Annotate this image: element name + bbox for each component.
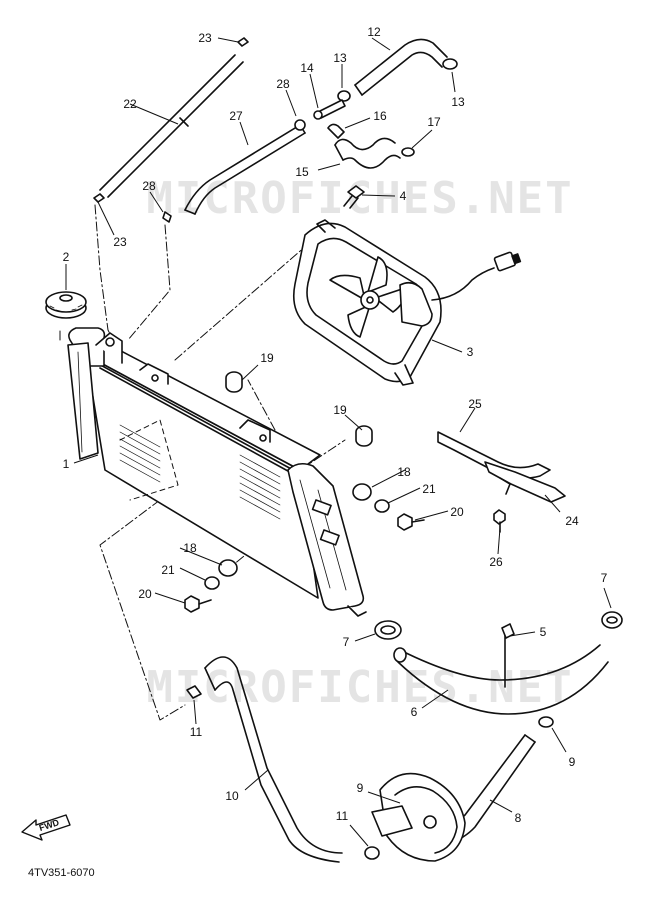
- bolt-part-4: [343, 185, 365, 209]
- washer-part-21-left: [204, 576, 220, 590]
- callout-20-right: 20: [450, 505, 464, 519]
- callout-11-top: 11: [190, 725, 203, 739]
- callout-20-left: 20: [138, 587, 152, 601]
- callout-leader-lines: [65, 37, 612, 847]
- collar-part-19: [225, 371, 373, 447]
- callout-13-right: 13: [451, 95, 465, 109]
- callout-1: 1: [63, 457, 70, 471]
- callout-18-left: 18: [183, 541, 197, 555]
- radiator-cap: [45, 291, 87, 319]
- callout-13-left: 13: [333, 51, 347, 65]
- radiator-fins: [119, 424, 281, 520]
- forward-arrow-icon: FWD: [21, 814, 71, 841]
- bolt-part-26: [493, 509, 506, 533]
- bolt-part-20: [184, 513, 425, 613]
- callout-numbers: 1 2 3 4 5 6 7 7 8 9 9 10 11 11 12 13 13 …: [63, 25, 608, 825]
- clip-part-23: [93, 37, 249, 203]
- clamp-part-7: [374, 611, 623, 640]
- radiator-core: [85, 339, 321, 599]
- pipe-part-14: [313, 99, 346, 120]
- clamp-part-13: [337, 58, 458, 102]
- callout-17: 17: [427, 115, 441, 129]
- fan-motor-assembly: [292, 219, 522, 386]
- callout-5: 5: [540, 625, 547, 639]
- callout-9-right: 9: [569, 755, 576, 769]
- hose-part-12: [354, 38, 448, 96]
- callout-15: 15: [295, 165, 309, 179]
- callout-23-top: 23: [198, 31, 212, 45]
- washer-part-21-right: [374, 499, 390, 513]
- callout-22: 22: [123, 97, 137, 111]
- watermark-bottom: MICROFICHES.NET: [146, 662, 573, 713]
- callout-11-bottom: 11: [336, 809, 349, 823]
- callout-9-left: 9: [357, 781, 364, 795]
- clamp-part-11-bottom: [364, 846, 380, 860]
- hose-part-6: [393, 644, 609, 715]
- callout-8: 8: [515, 811, 522, 825]
- callout-7-left: 7: [343, 635, 350, 649]
- callout-19-left: 19: [260, 351, 274, 365]
- radiator-left-tank: [67, 327, 123, 460]
- callout-6: 6: [411, 705, 418, 719]
- callout-2: 2: [63, 250, 70, 264]
- clip-part-5: [501, 623, 515, 688]
- clamp-part-9-right: [538, 716, 554, 728]
- callout-14: 14: [300, 61, 314, 75]
- callout-21-left: 21: [161, 563, 175, 577]
- callout-4: 4: [400, 189, 407, 203]
- radiator-right-tank: [287, 462, 367, 617]
- callout-23-bottom: 23: [113, 235, 127, 249]
- callout-3: 3: [467, 345, 474, 359]
- callout-21-right: 21: [422, 482, 436, 496]
- callout-18-right: 18: [397, 465, 411, 479]
- damper-part-18-left: [218, 559, 238, 577]
- clamp-part-11-top: [186, 685, 202, 699]
- callout-28-top: 28: [276, 77, 290, 91]
- callout-19-right: 19: [333, 403, 347, 417]
- fitting-part-16: [327, 123, 345, 139]
- callout-27: 27: [229, 109, 243, 123]
- water-pump-housing: [371, 772, 466, 862]
- callout-12: 12: [367, 25, 381, 39]
- clamp-part-28-top: [294, 119, 306, 131]
- bracket-part-24: [484, 461, 566, 503]
- callout-24: 24: [565, 514, 579, 528]
- clamp-part-28-left: [162, 211, 172, 223]
- callout-7-right: 7: [601, 571, 608, 585]
- callout-26: 26: [489, 555, 503, 569]
- clamp-part-17: [401, 147, 415, 157]
- callout-16: 16: [373, 109, 387, 123]
- hose-part-10: [204, 656, 343, 863]
- callout-25: 25: [468, 397, 482, 411]
- diagram-code: 4TV351-6070: [28, 867, 95, 879]
- hose-part-22: [99, 54, 244, 198]
- hose-part-15: [334, 137, 401, 169]
- damper-part-18-right: [352, 483, 372, 501]
- callout-28-left: 28: [142, 179, 156, 193]
- callout-10: 10: [225, 789, 239, 803]
- watermark-top: MICROFICHES.NET: [146, 173, 573, 224]
